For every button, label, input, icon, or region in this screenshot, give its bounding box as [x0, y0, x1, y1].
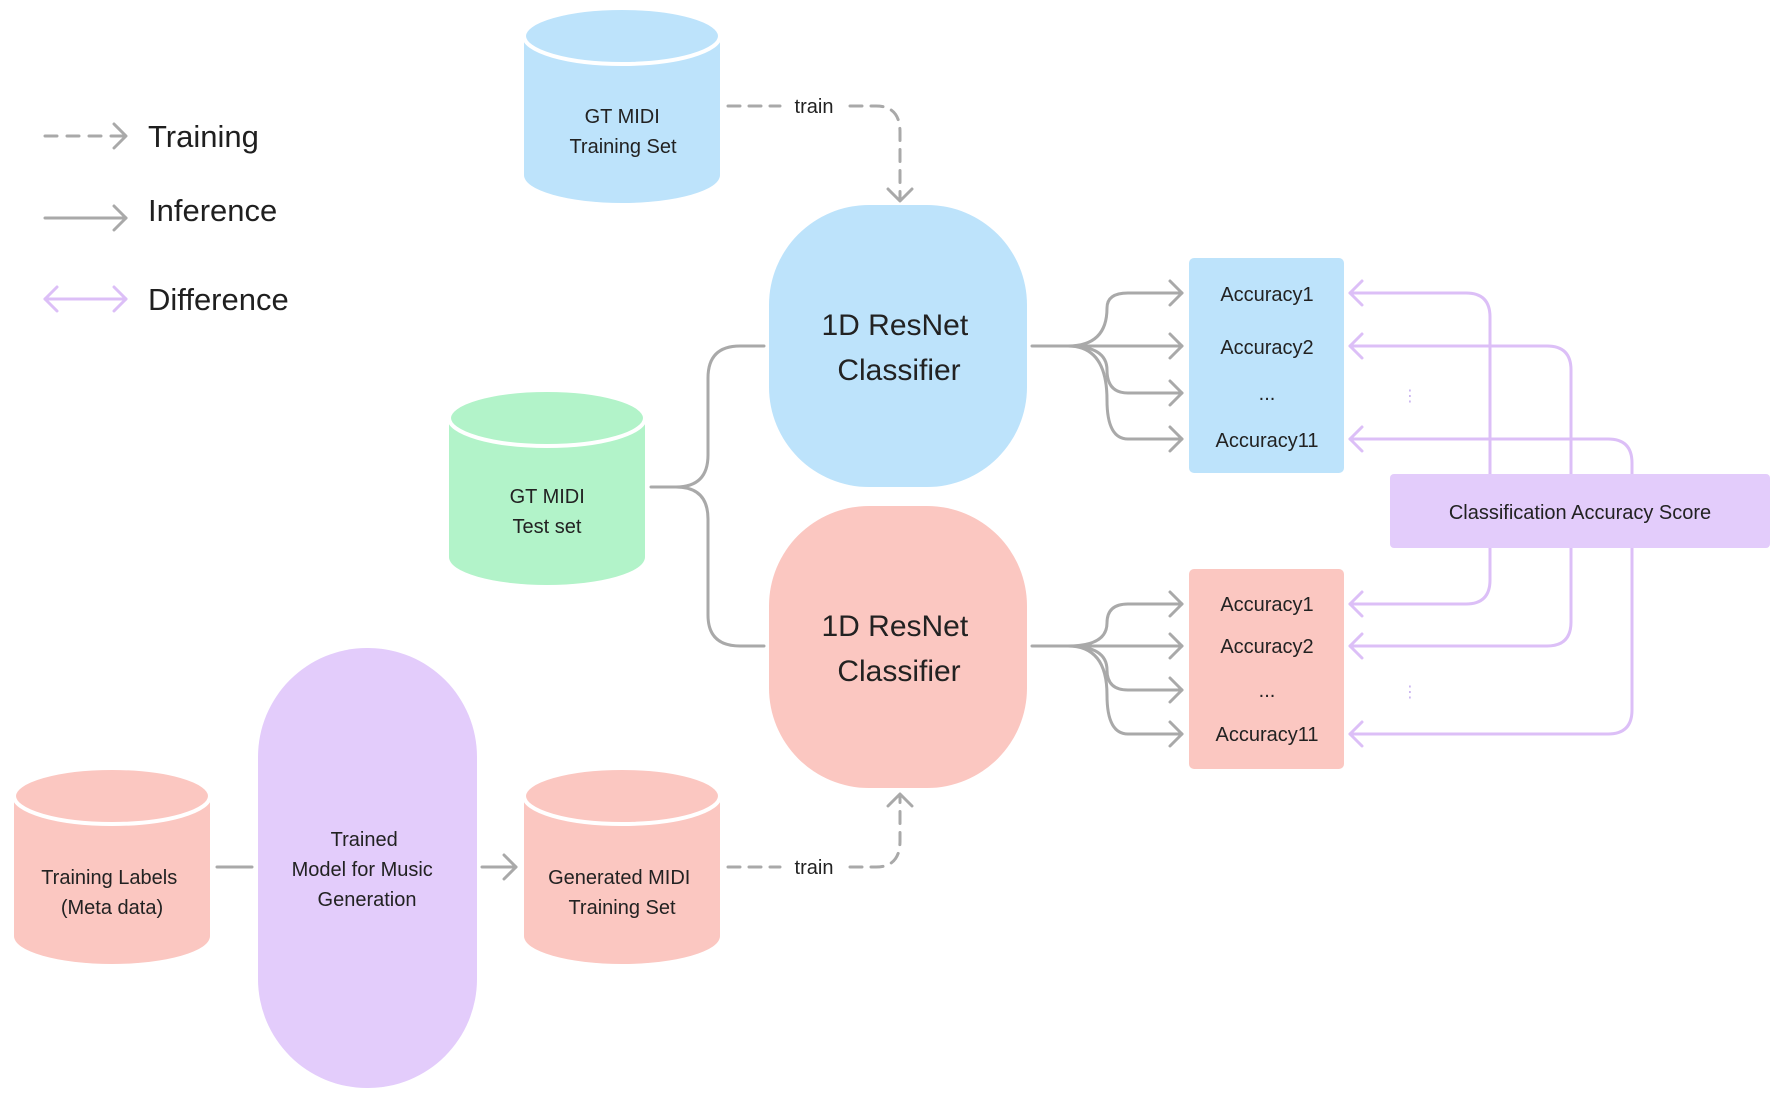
accuracy-box-bottom: Accuracy1 Accuracy2 ... Accuracy11: [1189, 569, 1344, 769]
top-classifier-fanout: [1030, 279, 1184, 453]
bottom-classifier-fanout: [1030, 590, 1184, 748]
training-labels-cylinder: Training Labels (Meta data): [12, 766, 212, 964]
accuracy-box-top: Accuracy1 Accuracy2 ... Accuracy11: [1189, 258, 1344, 473]
gt-train-dashed-connector: [726, 104, 902, 202]
trained-model-line3: Generation: [318, 889, 417, 911]
gen-train-dashed-connector: [726, 793, 902, 869]
svg-text:1D ResNet Classifier: 1D ResNet Classifier: [821, 610, 976, 688]
gen-train-arrowhead: [886, 792, 914, 808]
accuracy-bottom-ellipsis: ...: [1259, 680, 1276, 702]
legend-difference-label: Difference: [148, 282, 289, 317]
classifier-bottom-line1: 1D ResNet: [821, 610, 968, 643]
difference-accuracy1-connector: [1348, 291, 1492, 606]
accuracy-bottom-2: Accuracy2: [1220, 636, 1313, 658]
gt-test-line2: Test set: [513, 516, 582, 538]
training-connectors: [726, 104, 914, 869]
generated-line1: Generated MIDI: [548, 867, 690, 889]
legend-difference-arrow-icon: [43, 285, 128, 313]
svg-text:1D ResNet Classifier: 1D ResNet Classifier: [821, 309, 976, 387]
trained-model-line1: Trained: [331, 829, 398, 851]
vdots-bottom: ⋮: [1402, 684, 1418, 701]
train-label-top: train: [795, 96, 834, 118]
accuracy-top-11: Accuracy11: [1215, 430, 1318, 452]
train-label-background: [786, 855, 842, 881]
gt-test-line1: GT MIDI: [510, 486, 585, 508]
svg-text:GT MIDI Test set: GT MIDI Test set: [510, 486, 591, 538]
svg-text:Training Labels (Meta da: Training Labels (Meta data): [41, 867, 183, 919]
classifier-top-line1: 1D ResNet: [821, 309, 968, 342]
classifier-bottom-line2: Classifier: [837, 655, 960, 688]
gt-train-arrowhead: [886, 187, 914, 203]
difference-accuracy11-connector: [1348, 437, 1634, 736]
inference-connectors: [215, 279, 1184, 881]
train-label-background: [786, 94, 842, 120]
svg-text:GT MIDI Training Set: GT MIDI Training Set: [569, 106, 677, 158]
trained-model-line2: Model for Music: [292, 859, 433, 881]
accuracy-top-2: Accuracy2: [1220, 337, 1313, 359]
gt-test-set-cylinder: GT MIDI Test set: [447, 388, 647, 585]
legend-inference-arrow-icon: [43, 204, 128, 232]
classifier-top-node: 1D ResNet Classifier: [769, 205, 1027, 487]
training-labels-line1: Training Labels: [41, 867, 177, 889]
classifier-bottom-node: 1D ResNet Classifier: [769, 506, 1027, 788]
gt-training-line1: GT MIDI: [585, 106, 660, 128]
svg-text:Generated MIDI Training: Generated MIDI Training Set: [548, 867, 696, 919]
test-to-classifiers-connector: [649, 344, 766, 648]
classification-accuracy-score-node: Classification Accuracy Score: [1390, 474, 1770, 548]
legend-inference-label: Inference: [148, 193, 277, 228]
gt-training-set-cylinder: GT MIDI Training Set: [522, 6, 722, 203]
legend: Training Inference Difference: [43, 119, 289, 317]
accuracy-top-ellipsis: ...: [1259, 383, 1276, 405]
accuracy-top-1: Accuracy1: [1220, 284, 1313, 306]
vdots-top: ⋮: [1402, 388, 1418, 405]
model-to-generated-arrowhead: [502, 853, 518, 881]
legend-training-arrow-icon: [43, 122, 128, 150]
generated-line2: Training Set: [568, 897, 676, 919]
legend-training-label: Training: [148, 119, 259, 154]
classifier-top-line2: Classifier: [837, 354, 960, 387]
accuracy-bottom-11: Accuracy11: [1215, 724, 1318, 746]
accuracy-bottom-1: Accuracy1: [1220, 594, 1313, 616]
classification-accuracy-score-label: Classification Accuracy Score: [1449, 502, 1711, 524]
train-label-bottom: train: [795, 857, 834, 879]
gt-training-line2: Training Set: [569, 136, 677, 158]
trained-model-node: Trained Model for Music Generation: [258, 648, 477, 1088]
svg-text:Trained Model for Music: Trained Model for Music Generation: [292, 829, 439, 911]
training-labels-line2: (Meta data): [61, 897, 163, 919]
generated-training-set-cylinder: Generated MIDI Training Set: [522, 766, 722, 964]
